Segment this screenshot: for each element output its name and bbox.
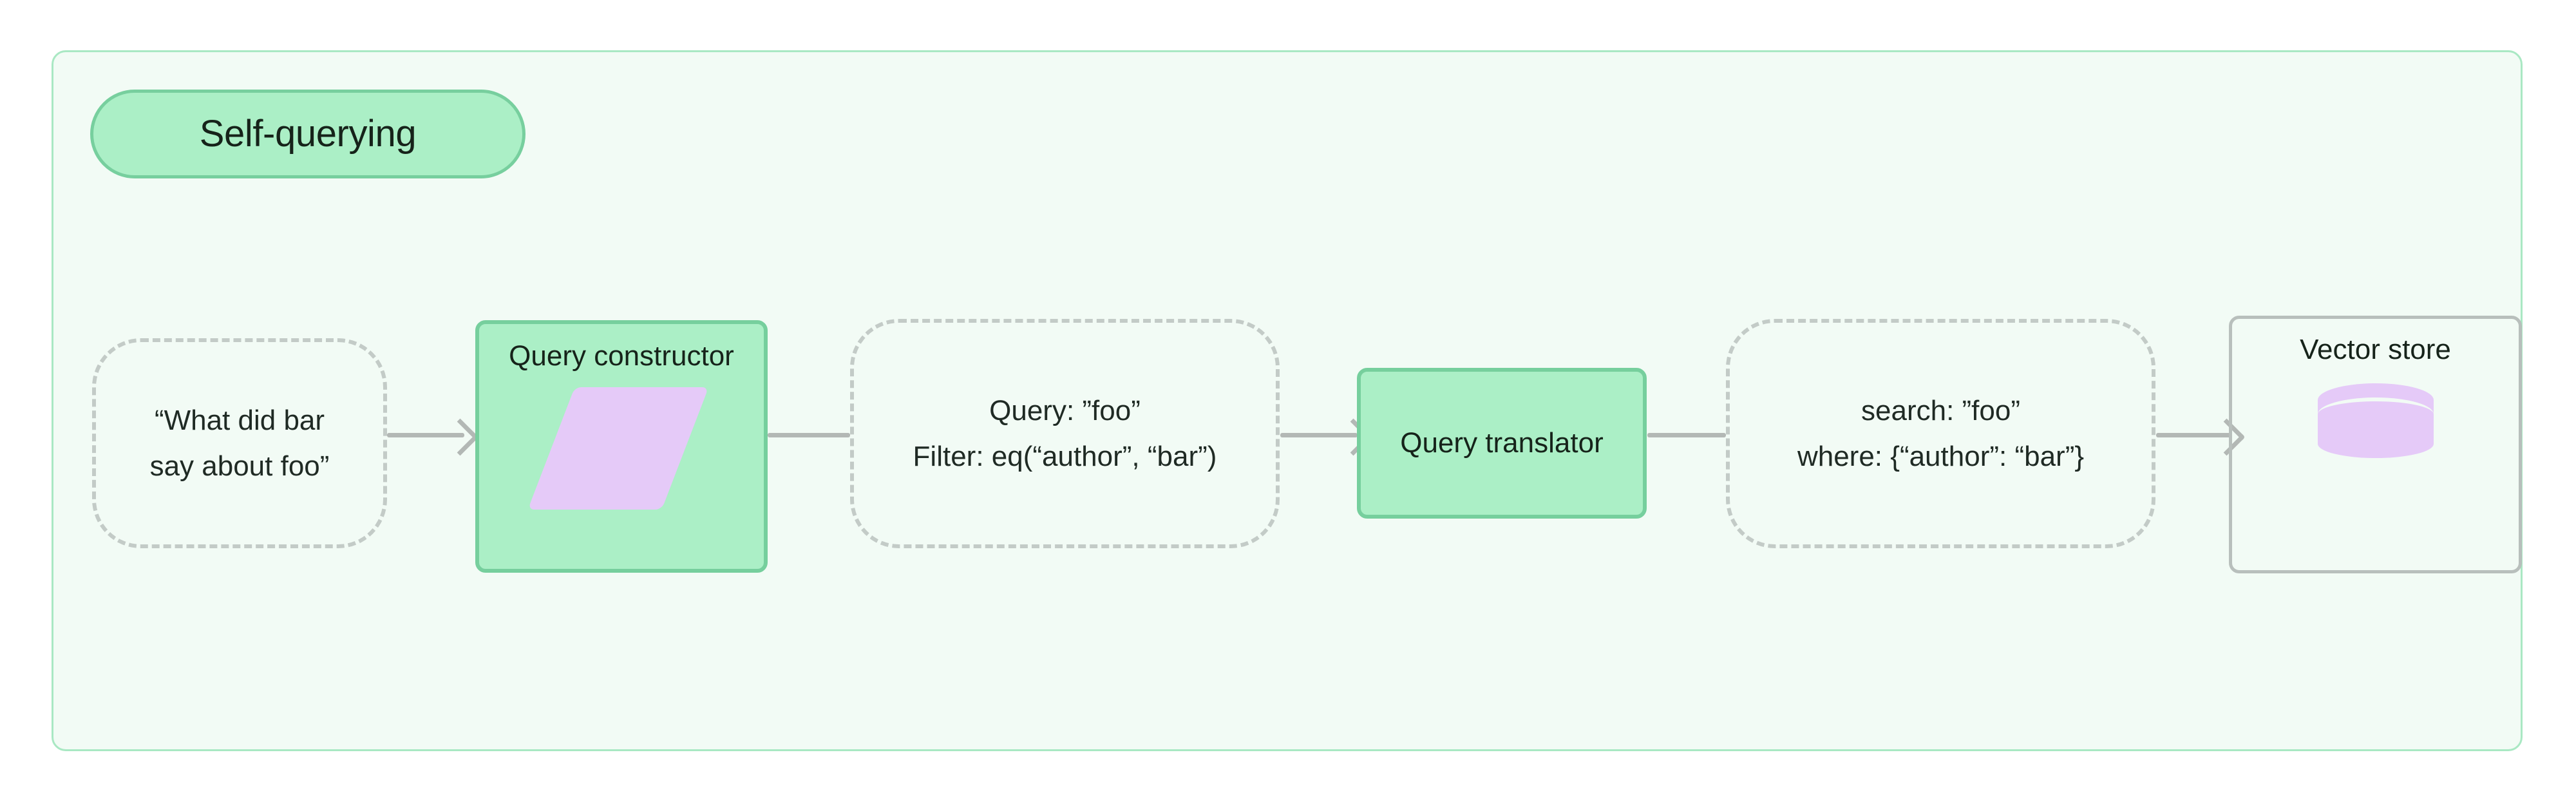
subgraph-title-label: Self-querying — [199, 113, 417, 155]
edge-query-constructor-to-structured-query — [768, 433, 850, 437]
database-cylinder-icon — [2317, 383, 2434, 466]
node-user-question-line-2: say about foo” — [149, 450, 330, 482]
node-translated-query[interactable]: search: ”foo” where: {“author”: “bar”} — [1726, 319, 2155, 548]
edge-user-question-to-query-constructor — [387, 433, 464, 437]
edge-query-translator-to-translated-query — [1647, 433, 1726, 437]
cylinder-seam — [2317, 397, 2434, 431]
node-query-translator-label: Query translator — [1400, 427, 1604, 459]
node-user-question-line-1: “What did bar — [154, 404, 325, 436]
node-query-translator[interactable]: Query translator — [1357, 368, 1647, 519]
node-query-constructor[interactable]: Query constructor — [475, 320, 768, 573]
node-vector-store-label: Vector store — [2300, 334, 2451, 365]
node-translated-query-line-1: search: ”foo” — [1861, 394, 2020, 426]
node-vector-store[interactable]: Vector store — [2229, 316, 2522, 573]
node-translated-query-line-2: where: {“author”: “bar”} — [1797, 441, 2085, 472]
node-user-question[interactable]: “What did bar say about foo” — [92, 338, 387, 548]
node-structured-query-line-1: Query: ”foo” — [989, 394, 1141, 426]
parallelogram-icon — [527, 387, 709, 510]
node-structured-query-line-2: Filter: eq(“author”, “bar”) — [913, 441, 1217, 472]
subgraph-title-badge: Self-querying — [90, 90, 526, 178]
node-structured-query[interactable]: Query: ”foo” Filter: eq(“author”, “bar”) — [850, 319, 1280, 548]
node-query-constructor-label: Query constructor — [509, 340, 734, 372]
edge-translated-query-to-vector-store — [2156, 433, 2231, 437]
edge-structured-query-to-query-translator — [1280, 433, 1358, 437]
